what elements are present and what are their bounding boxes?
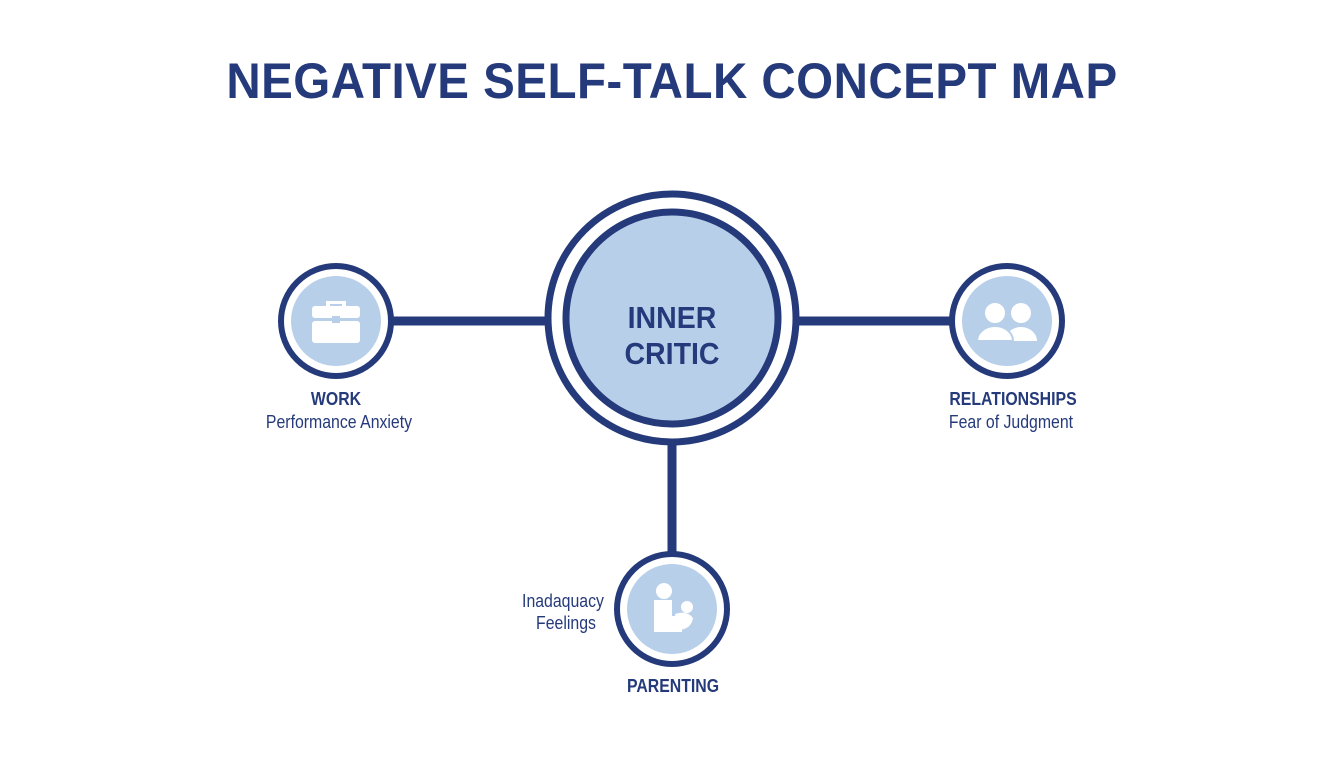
parenting-node — [614, 551, 730, 667]
people-icon — [975, 301, 1037, 342]
parenting-subtitle-line-1: Inadaquacy — [522, 591, 604, 611]
center-node — [544, 190, 800, 446]
work-node — [278, 263, 394, 379]
work-subtitle: Performance Anxiety — [265, 412, 413, 432]
relationships-node — [949, 263, 1065, 379]
center-node-label: INNER CRITIC — [624, 300, 720, 371]
relationships-subtitle: Fear of Judgment — [948, 412, 1074, 432]
parenting-title: PARENTING — [626, 676, 720, 696]
parenting-subtitle-line-2: Feelings — [536, 613, 596, 633]
relationships-title: RELATIONSHIPS — [949, 389, 1077, 409]
page-title: NEGATIVE SELF-TALK CONCEPT MAP — [226, 53, 1118, 109]
work-title: WORK — [310, 389, 362, 409]
briefcase-icon — [312, 301, 360, 343]
parent-child-icon — [654, 583, 693, 632]
